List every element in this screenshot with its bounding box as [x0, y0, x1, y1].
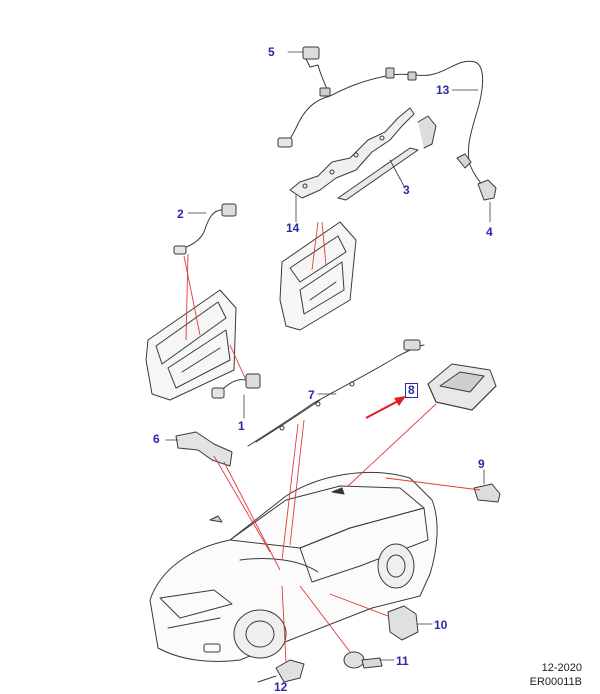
part-2-harness	[174, 204, 236, 254]
part-3-rod	[338, 116, 436, 200]
callout-9: 9	[478, 457, 485, 471]
callout-13: 13	[436, 83, 450, 97]
callout-14: 14	[286, 221, 300, 235]
part-11-sensor	[344, 652, 394, 668]
callout-12: 12	[274, 680, 288, 694]
callout-7: 7	[308, 388, 315, 402]
part-1-switch	[212, 374, 260, 418]
footer-code: ER00011B	[529, 676, 582, 688]
footer-date: 12-2020	[541, 662, 582, 674]
callout-4: 4	[486, 225, 493, 239]
part-6-bracket	[166, 432, 232, 466]
part-8-console	[428, 364, 496, 410]
part-5-connector	[288, 47, 319, 67]
callout-1: 1	[238, 419, 245, 433]
part-12-sensor	[258, 660, 304, 682]
callout-8: 8	[405, 383, 418, 398]
rear-door-trim	[280, 222, 356, 330]
part-7-long-harness	[248, 340, 424, 446]
callout-6: 6	[153, 432, 160, 446]
callout-5: 5	[268, 45, 275, 59]
callout-3: 3	[403, 183, 410, 197]
front-door-trim	[146, 290, 236, 400]
part-13-harness	[278, 61, 486, 190]
callout-2: 2	[177, 207, 184, 221]
part-4-clip	[478, 180, 496, 222]
arrow-icon	[366, 396, 406, 418]
part-9-bracket	[474, 470, 500, 502]
callout-11: 11	[396, 654, 409, 668]
leader-lines	[184, 222, 480, 662]
part-14-door-rail	[290, 108, 414, 222]
callout-10: 10	[434, 618, 448, 632]
part-10-module	[388, 606, 432, 640]
